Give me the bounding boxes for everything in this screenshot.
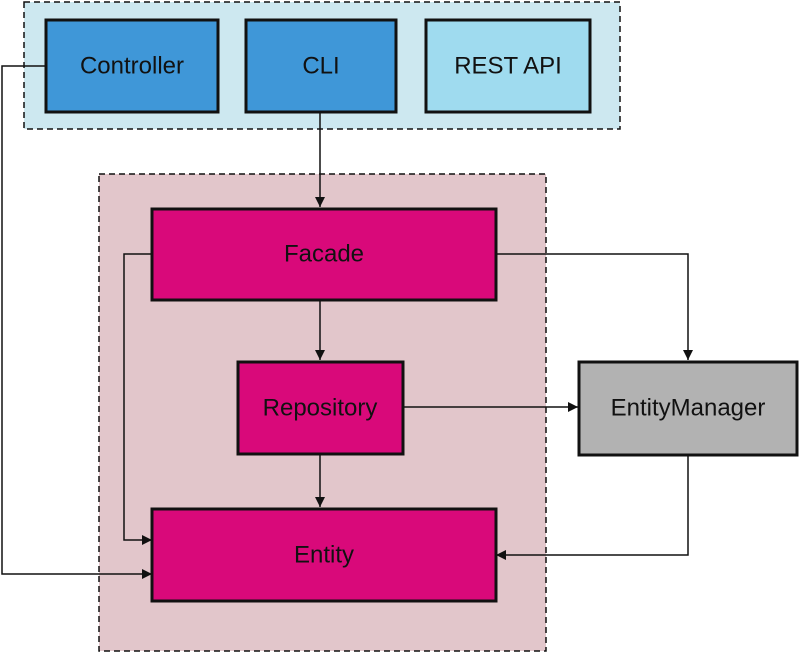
facade-node: Facade	[150, 207, 498, 302]
rest-api-node: REST API	[424, 18, 592, 114]
cli-label: CLI	[302, 53, 339, 80]
entitymanager-label: EntityManager	[611, 395, 766, 422]
rest-api-label: REST API	[454, 53, 562, 80]
controller-node: Controller	[44, 18, 220, 114]
arrow-facade-to-entitymanager	[496, 253, 693, 360]
controller-label: Controller	[80, 53, 184, 80]
arrow-controller-to-entity	[1, 65, 152, 579]
repository-label: Repository	[263, 395, 378, 422]
connectors	[1, 65, 693, 579]
arrow-entitymanager-to-entity	[496, 456, 689, 560]
entity-node: Entity	[150, 507, 498, 603]
cli-node: CLI	[244, 18, 398, 114]
facade-label: Facade	[284, 241, 364, 268]
arrow-facade-to-entity	[123, 253, 152, 545]
entitymanager-node: EntityManager	[577, 360, 799, 457]
repository-node: Repository	[236, 360, 405, 456]
entity-label: Entity	[294, 542, 354, 569]
